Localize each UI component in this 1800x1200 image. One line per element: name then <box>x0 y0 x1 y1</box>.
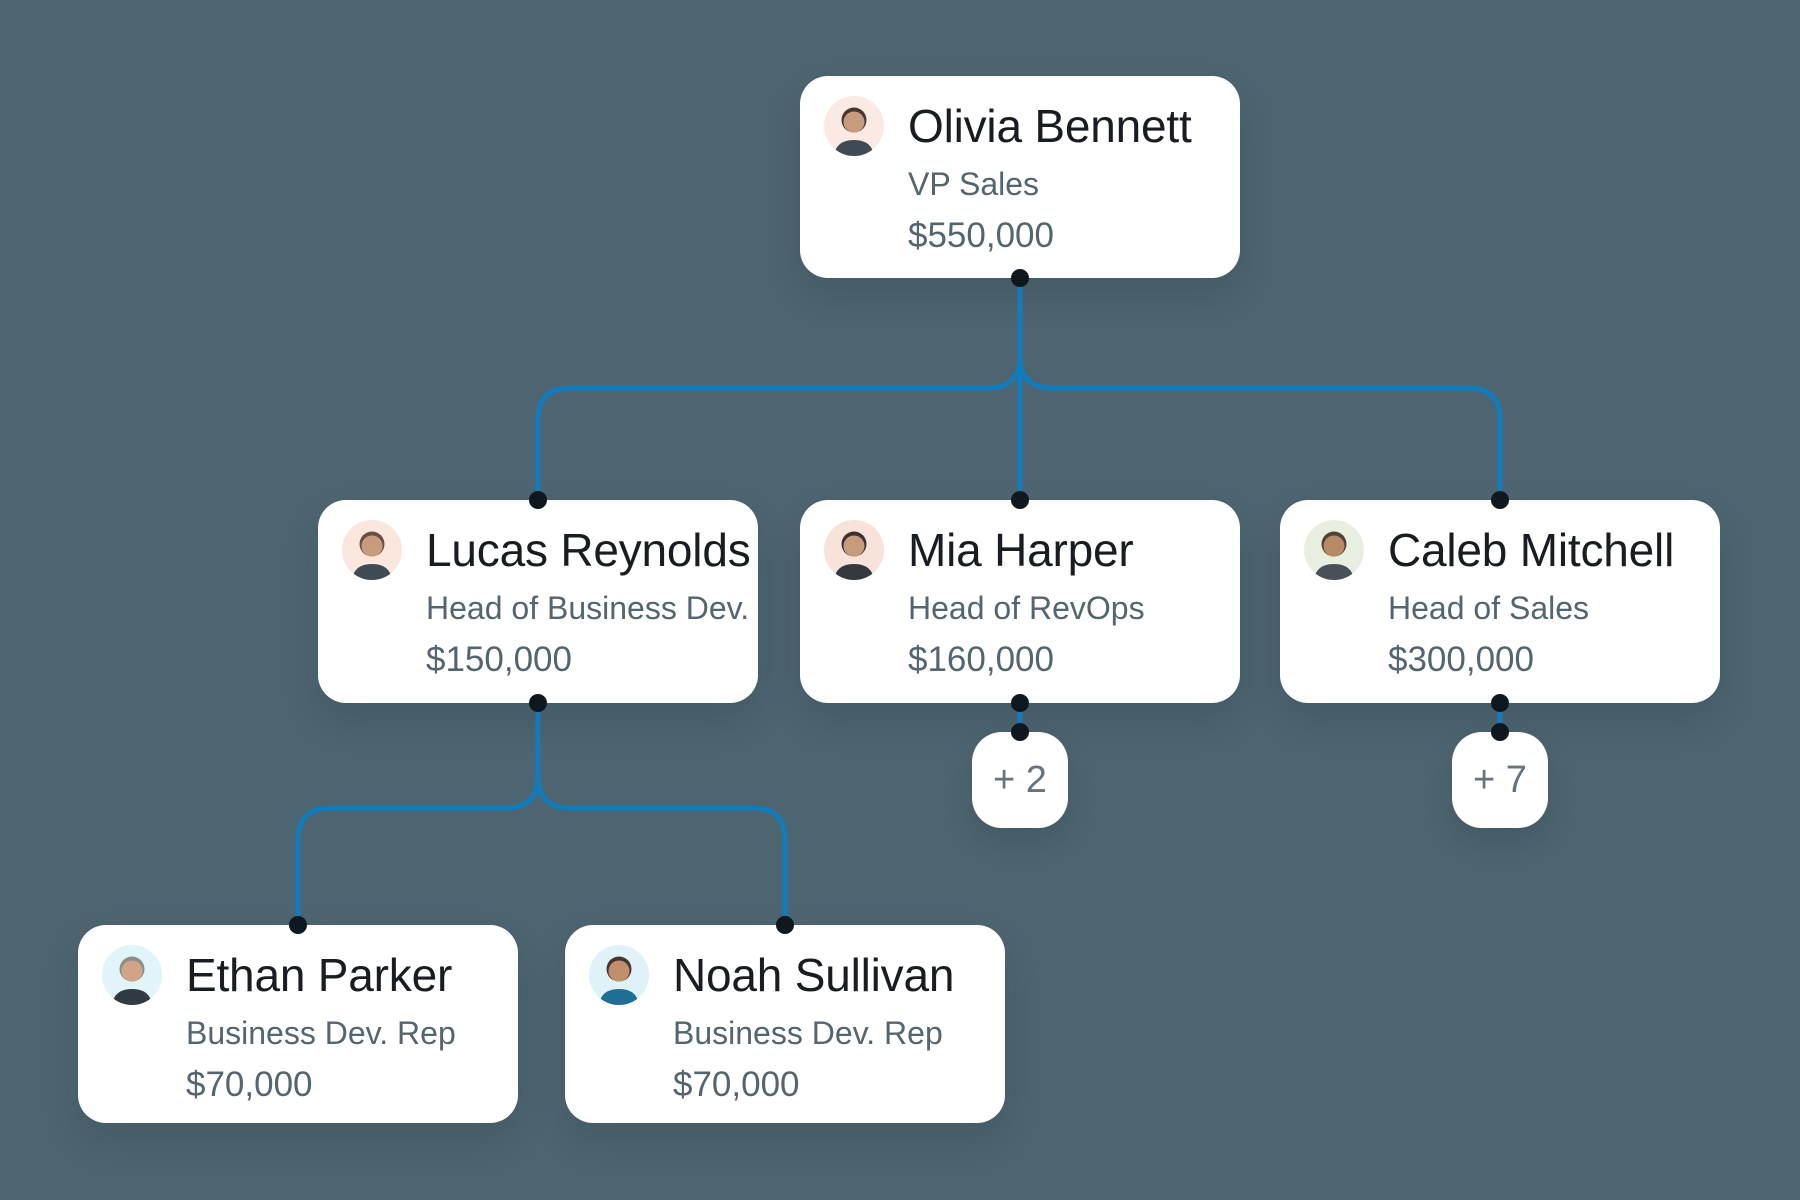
org-card-ethan-parker[interactable]: Ethan Parker Business Dev. Rep $70,000 <box>78 925 518 1123</box>
org-card-mia-harper[interactable]: Mia Harper Head of RevOps $160,000 <box>800 500 1240 703</box>
person-name: Olivia Bennett <box>908 100 1192 152</box>
avatar <box>824 520 884 580</box>
person-salary: $160,000 <box>908 640 1054 679</box>
hidden-reports-count: + 7 <box>1473 758 1527 801</box>
person-title: VP Sales <box>908 166 1040 202</box>
hidden-reports-badge-caleb[interactable]: + 7 <box>1452 732 1548 828</box>
person-name: Caleb Mitchell <box>1388 524 1675 576</box>
person-salary: $70,000 <box>673 1065 800 1104</box>
avatar <box>1304 520 1364 580</box>
connector-line <box>295 703 541 925</box>
avatar <box>589 945 649 1005</box>
person-title: Head of Sales <box>1388 590 1590 626</box>
person-name: Ethan Parker <box>186 949 453 1001</box>
avatar <box>824 96 884 156</box>
person-title: Business Dev. Rep <box>186 1015 456 1051</box>
person-title: Head of RevOps <box>908 590 1145 626</box>
person-icon <box>112 956 152 1005</box>
person-salary: $150,000 <box>426 640 572 679</box>
org-card-caleb-mitchell[interactable]: Caleb Mitchell Head of Sales $300,000 <box>1280 500 1720 703</box>
person-salary: $70,000 <box>186 1065 313 1104</box>
person-icon <box>352 531 392 580</box>
org-card-noah-sullivan[interactable]: Noah Sullivan Business Dev. Rep $70,000 <box>565 925 1005 1123</box>
person-icon <box>834 531 874 580</box>
connector-line <box>1017 278 1503 500</box>
person-name: Mia Harper <box>908 524 1134 576</box>
hidden-reports-count: + 2 <box>993 758 1047 801</box>
person-name: Noah Sullivan <box>673 949 955 1001</box>
avatar <box>342 520 402 580</box>
person-name: Lucas Reynolds <box>426 524 751 576</box>
org-card-lucas-reynolds[interactable]: Lucas Reynolds Head of Business Dev. $15… <box>318 500 758 703</box>
person-icon <box>834 107 874 156</box>
avatar <box>102 945 162 1005</box>
person-icon <box>1314 531 1354 580</box>
person-salary: $300,000 <box>1388 640 1534 679</box>
connector-line <box>535 278 1023 500</box>
connector-line <box>535 703 788 925</box>
person-icon <box>599 956 639 1005</box>
person-salary: $550,000 <box>908 216 1054 255</box>
org-card-olivia-bennett[interactable]: Olivia Bennett VP Sales $550,000 <box>800 76 1240 278</box>
hidden-reports-badge-mia[interactable]: + 2 <box>972 732 1068 828</box>
person-title: Business Dev. Rep <box>673 1015 943 1051</box>
person-title: Head of Business Dev. <box>426 590 750 626</box>
